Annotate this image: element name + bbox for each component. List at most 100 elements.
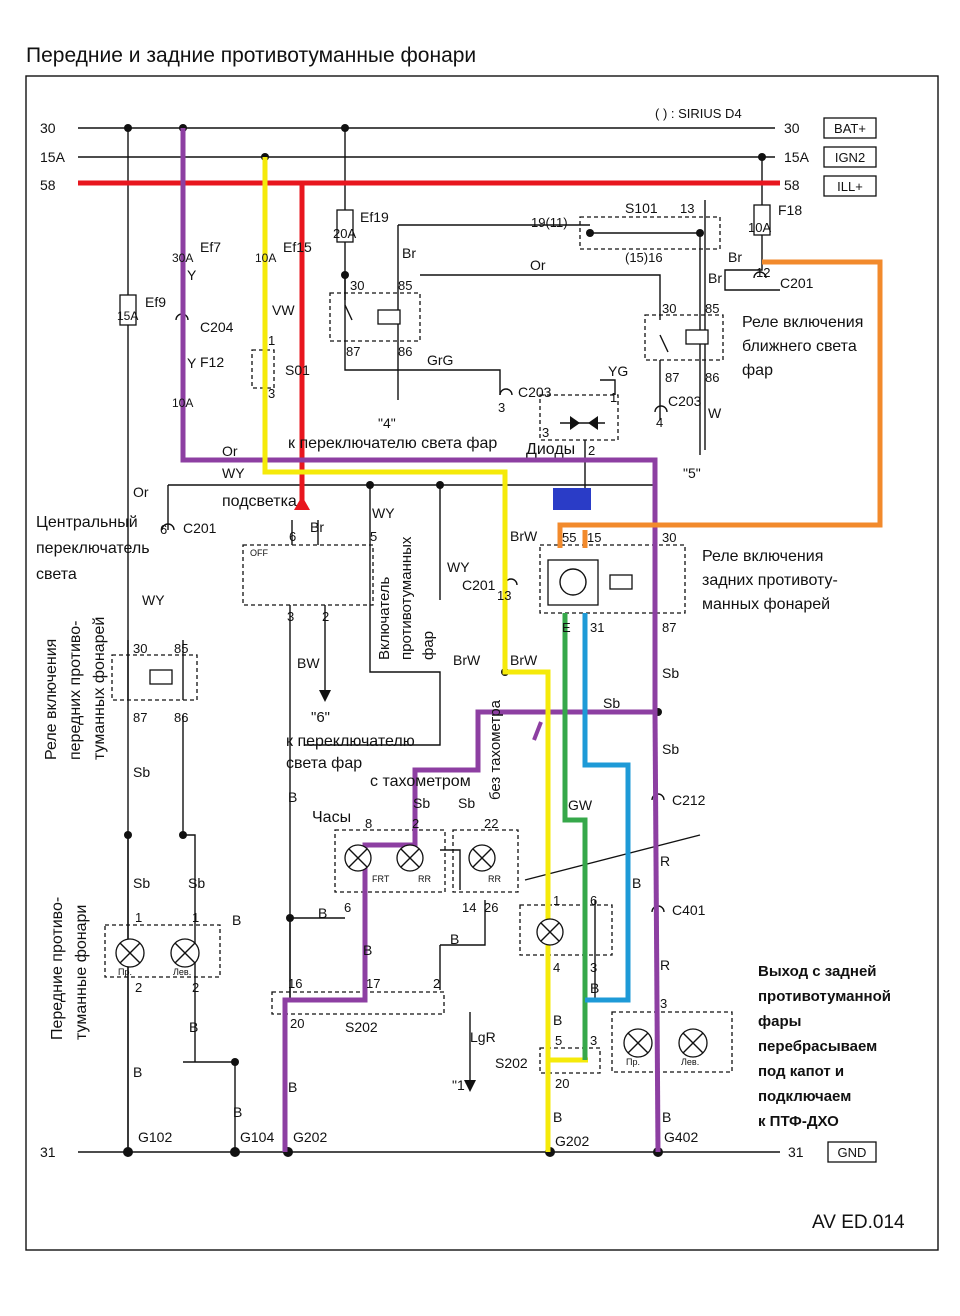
svg-text:C201: C201 [183,520,217,536]
svg-text:31: 31 [590,620,604,635]
svg-text:85: 85 [174,641,188,656]
gnd-box [827,1141,877,1163]
svg-text:10A: 10A [172,396,193,410]
svg-text:S202: S202 [495,1055,528,1071]
svg-text:фар: фар [420,631,437,660]
svg-text:B: B [553,1012,562,1028]
svg-text:3: 3 [287,609,294,624]
svg-text:Ef7: Ef7 [200,239,221,255]
svg-text:FRT: FRT [372,874,390,884]
svg-text:1: 1 [553,893,560,908]
svg-text:"1": "1" [452,1077,470,1093]
svg-text:C204: C204 [200,319,234,335]
svg-text:Sb: Sb [413,795,430,811]
svg-text:13: 13 [497,588,511,603]
svg-text:12: 12 [756,265,770,280]
svg-text:Sb: Sb [188,875,205,891]
svg-text:1: 1 [268,333,275,348]
svg-text:YG: YG [608,363,628,379]
svg-text:Sb: Sb [662,665,679,681]
svg-text:30A: 30A [172,251,193,265]
svg-text:B: B [590,980,599,996]
rail-58-left-label: 58 [40,177,56,193]
ign-label: IGN2 [835,150,865,165]
svg-text:B: B [363,942,372,958]
yellow-ign-feed [262,157,551,1152]
svg-text:4: 4 [656,415,663,430]
orange-f18-feed [557,259,883,548]
svg-text:B: B [632,875,641,891]
svg-text:26: 26 [484,900,498,915]
svg-text:2: 2 [433,976,440,991]
diagram-frame [25,75,939,1251]
vertical-labels: Реле включения передних противо- туманны… [43,536,504,1040]
central-switch-label: Центральный [36,514,138,531]
svg-text:к переключателю: к переключателю [286,733,415,750]
svg-text:Sb: Sb [662,741,679,757]
lamp-front-right [115,938,145,968]
svg-text:Лев.: Лев. [681,1057,699,1067]
ill-box [823,175,877,197]
pin-labels: 30 85 87 86 30 85 87 86 19(11) 13 (15)16… [133,201,770,1091]
svg-text:B: B [133,1064,142,1080]
svg-text:R: R [660,853,670,869]
svg-text:WY: WY [142,592,165,608]
svg-text:B: B [288,1079,297,1095]
rail-30-left-label: 30 [40,120,56,136]
svg-text:8: 8 [365,816,372,831]
svg-text:Ef19: Ef19 [360,209,389,225]
blue-b [582,613,631,1003]
svg-text:перебрасываем: перебрасываем [758,1038,877,1055]
svg-text:87: 87 [133,710,147,725]
svg-text:3: 3 [542,425,549,440]
svg-text:OFF: OFF [250,548,268,558]
rail-58-right-label: 58 [784,177,800,193]
svg-text:G104: G104 [240,1129,274,1145]
svg-text:85: 85 [398,278,412,293]
svg-text:фары: фары [758,1013,801,1030]
lamp-rear-left [678,1028,708,1058]
black-wiring [104,124,780,1157]
svg-text:20: 20 [555,1076,569,1091]
lamp-front-left [170,938,200,968]
colored-wires [78,128,883,1153]
svg-text:Пр.: Пр. [118,967,132,977]
small-labels: OFF Пр. Лев. Пр. Лев. FRT RR RR [118,548,699,1067]
svg-text:C201: C201 [462,577,496,593]
power-rails: 30 15A 58 31 30 15A 58 31 BAT+ IGN2 ILL+… [40,106,877,1163]
svg-text:22: 22 [484,816,498,831]
svg-text:87: 87 [662,620,676,635]
svg-text:3: 3 [590,960,597,975]
svg-text:2: 2 [192,980,199,995]
lamp-clock-2 [396,844,424,872]
svg-text:R: R [660,957,670,973]
svg-text:BrW: BrW [453,652,481,668]
ill-label: ILL+ [837,179,863,194]
svg-text:ближнего света: ближнего света [742,338,857,355]
svg-text:4: 4 [553,960,560,975]
svg-text:Sb: Sb [603,695,620,711]
svg-text:G202: G202 [555,1133,589,1149]
svg-text:GrG: GrG [427,352,453,368]
svg-text:G202: G202 [293,1129,327,1145]
svg-text:без тахометра: без тахометра [487,699,504,800]
svg-text:GW: GW [568,797,593,813]
purple-fog-feed [180,128,658,1152]
navy-block [553,488,591,510]
svg-text:15A: 15A [117,309,138,323]
svg-text:Пр.: Пр. [626,1057,640,1067]
svg-text:Br: Br [402,245,416,261]
svg-text:Or: Or [133,484,149,500]
diodes-label: Диоды [526,441,575,458]
svg-text:1: 1 [192,910,199,925]
svg-text:1: 1 [610,390,617,405]
svg-text:30: 30 [662,301,676,316]
bat-label: BAT+ [834,121,866,136]
lamps [115,844,708,1058]
svg-text:10A: 10A [748,220,771,235]
svg-text:30: 30 [662,530,676,545]
rail-31-left-label: 31 [40,1144,56,1160]
svg-text:VW: VW [272,302,295,318]
svg-text:Реле включения: Реле включения [43,639,60,760]
with-tacho-label: с тахометром [370,773,471,790]
